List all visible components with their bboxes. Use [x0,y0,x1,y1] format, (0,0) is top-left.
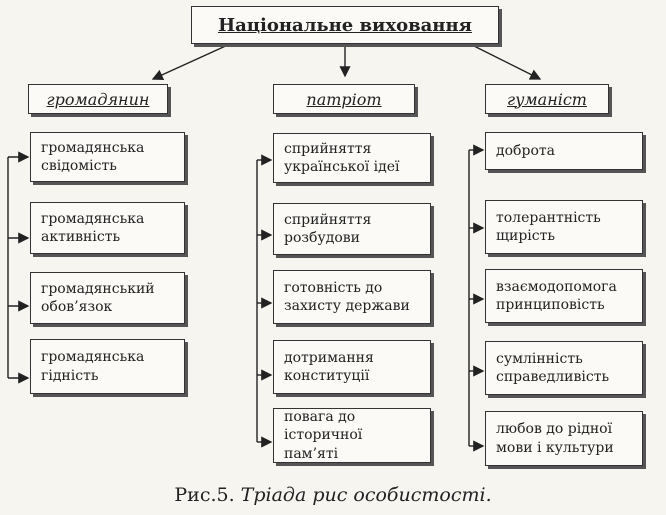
item-text: громадянський обов’язок [41,280,155,315]
item-text: повага до історичної пам’яті [284,409,363,462]
arrow-to-humanist [469,43,542,80]
item-col2-5: повага до історичної пам’яті [273,408,431,463]
arrow-to-gromadyanyn [151,43,231,81]
item-text: громадянська активність [41,210,145,245]
item-text: взаємодопомога принциповість [496,278,617,313]
item-text: толерантність щирість [496,209,601,244]
category-label: патріот [306,89,382,109]
item-col2-4: дотримання конституції [273,340,431,394]
figure-caption: Рис.5. Тріада рис особистості. [0,484,666,506]
item-col2-3: готовність до захисту держави [273,270,431,324]
item-col3-4: сумлінність справедливість [485,341,643,395]
item-col3-5: любов до рідної мови і культури [485,411,643,466]
category-label: громадянин [46,89,150,109]
item-col3-3: взаємодопомога принциповість [485,269,643,323]
item-text: дотримання конституції [284,349,374,384]
item-text: готовність до захисту держави [284,279,410,314]
item-text: любов до рідної мови і культури [496,421,614,456]
category-gromadyanyn: громадянин [28,84,168,114]
diagram-title-text: Національне виховання [218,14,472,36]
category-label: гуманіст [507,89,587,109]
category-patriot: патріот [273,84,415,114]
caption-prefix: Рис.5. [174,484,241,506]
category-humanist: гуманіст [485,84,609,114]
item-col3-2: толерантність щирість [485,200,643,254]
item-text: сприйняття розбудови [284,211,372,246]
item-col1-2: громадянська активність [30,202,185,254]
item-text: громадянська свідомість [41,139,145,174]
item-col2-2: сприйняття розбудови [273,203,431,255]
item-col1-1: громадянська свідомість [30,132,185,182]
item-text: сумлінність справедливість [496,350,610,385]
item-col1-4: громадянська гідність [30,339,185,394]
diagram-title: Національне виховання [191,6,499,44]
item-col1-3: громадянський обов’язок [30,272,185,324]
item-col2-1: сприйняття української ідеї [273,133,431,183]
item-text: громадянська гідність [41,349,145,384]
caption-text: Тріада рис особистості. [240,484,492,506]
item-col3-1: доброта [485,132,643,170]
item-text: сприйняття української ідеї [284,140,400,175]
item-text: доброта [496,142,555,159]
